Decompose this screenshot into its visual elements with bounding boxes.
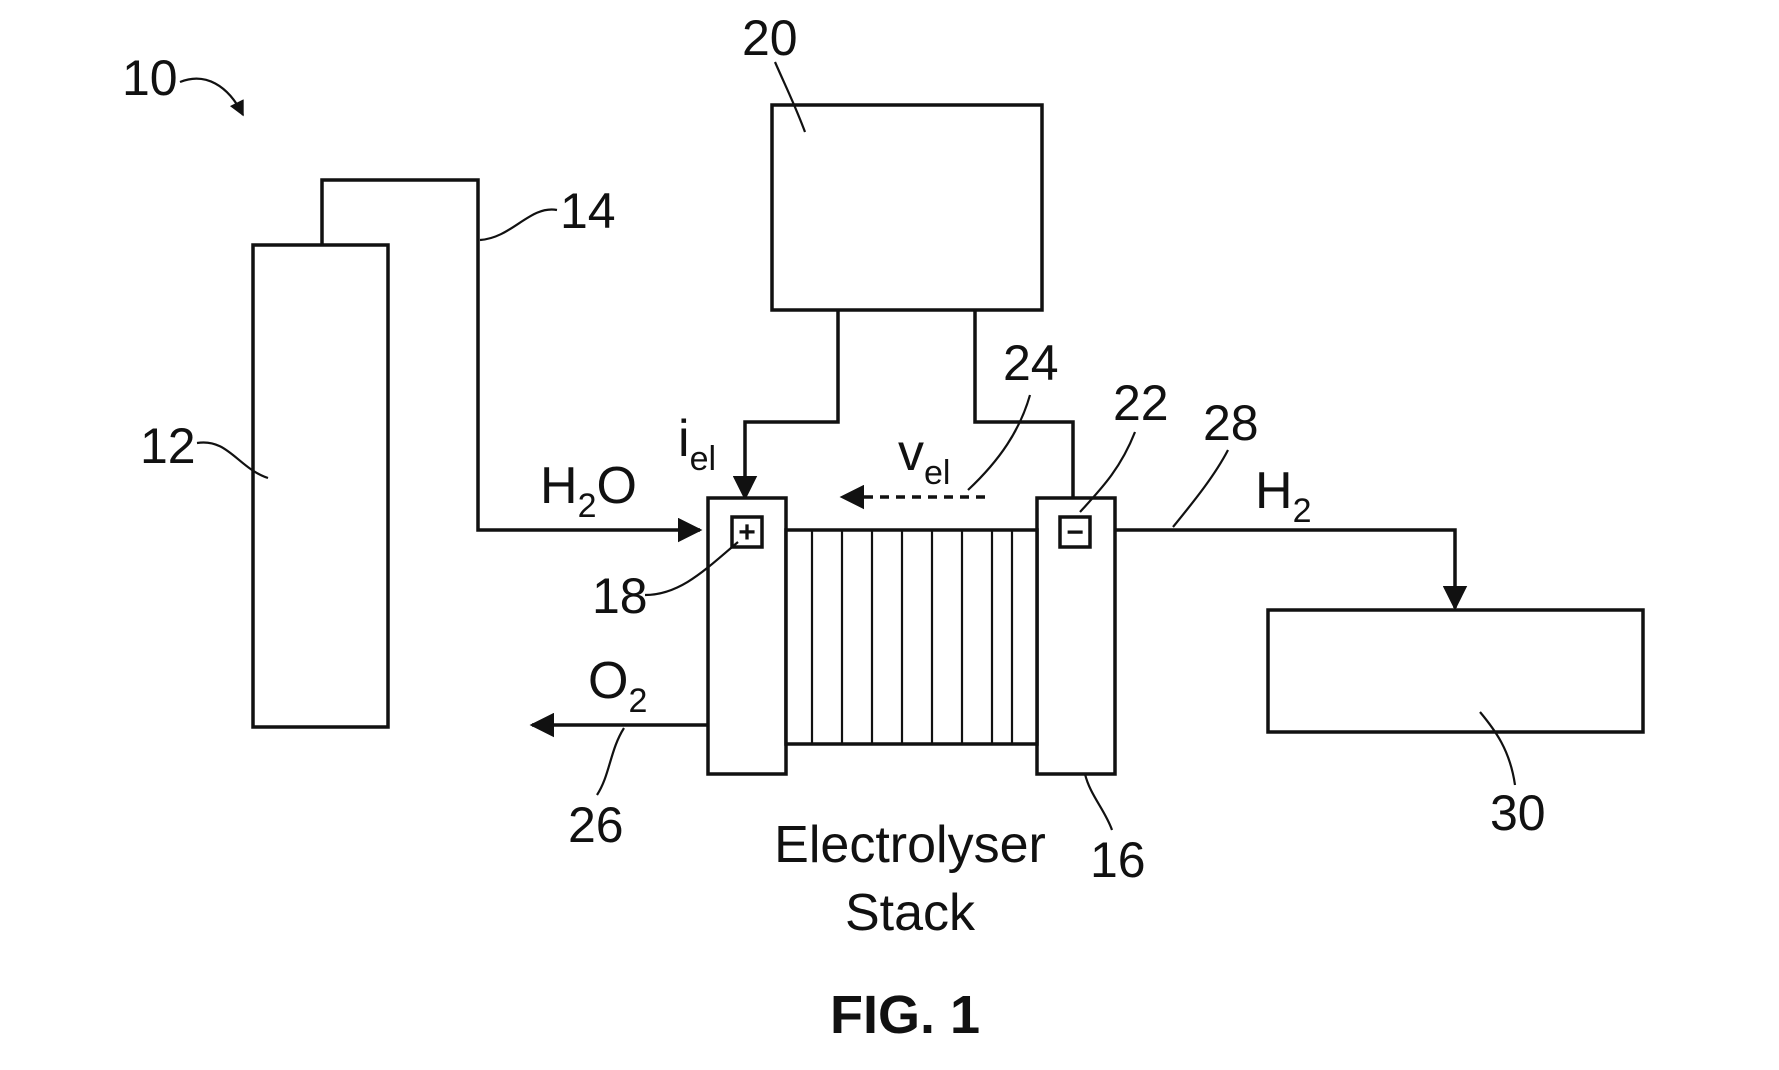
ref-system-label: 10 <box>122 50 178 106</box>
power-supply-box <box>770 103 1044 312</box>
ref-anode-terminal-leader <box>644 541 739 597</box>
ref-water-tank-leader <box>196 441 269 480</box>
ref-power-supply-label: 20 <box>742 10 798 66</box>
positive-terminal-sign: + <box>738 516 756 549</box>
ref-system-arrow <box>179 77 244 117</box>
ref-voltage-arrow-label: 24 <box>1003 335 1059 391</box>
ref-oxygen-outlet-leader <box>596 727 625 796</box>
ref-stack-leader <box>1083 773 1114 831</box>
stack-cell-region <box>784 528 1039 746</box>
hydrogen-storage-box <box>1266 608 1645 734</box>
ref-cathode-terminal-leader <box>1079 431 1137 513</box>
water-supply-line <box>320 178 703 543</box>
ref-oxygen-outlet-label: 26 <box>568 797 624 853</box>
hydrogen-flow-label: H2 <box>1255 462 1311 530</box>
negative-terminal-sign: − <box>1066 516 1084 549</box>
water-flow-label: H2O <box>540 457 637 525</box>
ref-hydrogen-line-label: 28 <box>1203 395 1259 451</box>
ref-water-line-label: 14 <box>560 183 616 239</box>
negative-terminal-box <box>1058 515 1092 549</box>
positive-terminal-box <box>730 515 764 549</box>
ref-cathode-terminal-label: 22 <box>1113 375 1169 431</box>
positive-current-wire <box>732 310 840 501</box>
ref-stack-label: 16 <box>1090 832 1146 888</box>
oxygen-flow-label: O2 <box>588 652 647 720</box>
hydrogen-line <box>1115 528 1468 611</box>
figure-title: FIG. 1 <box>830 985 980 1045</box>
stack-label-line2: Stack <box>845 884 976 942</box>
ref-water-tank-label: 12 <box>140 418 196 474</box>
ref-power-supply-leader <box>773 61 807 133</box>
ref-hydrogen-storage-label: 30 <box>1490 785 1546 841</box>
ref-hydrogen-storage-leader <box>1479 711 1517 786</box>
ref-hydrogen-line-leader <box>1172 449 1229 528</box>
ref-voltage-arrow-leader <box>967 394 1032 491</box>
stack-label-line1: Electrolyser <box>774 816 1046 874</box>
voltage-label: vel <box>898 424 950 492</box>
ref-water-line-leader <box>479 208 558 242</box>
negative-wire <box>973 310 1075 500</box>
water-tank-box <box>251 243 390 729</box>
ref-anode-terminal-label: 18 <box>592 568 648 624</box>
current-label: iel <box>678 410 716 478</box>
